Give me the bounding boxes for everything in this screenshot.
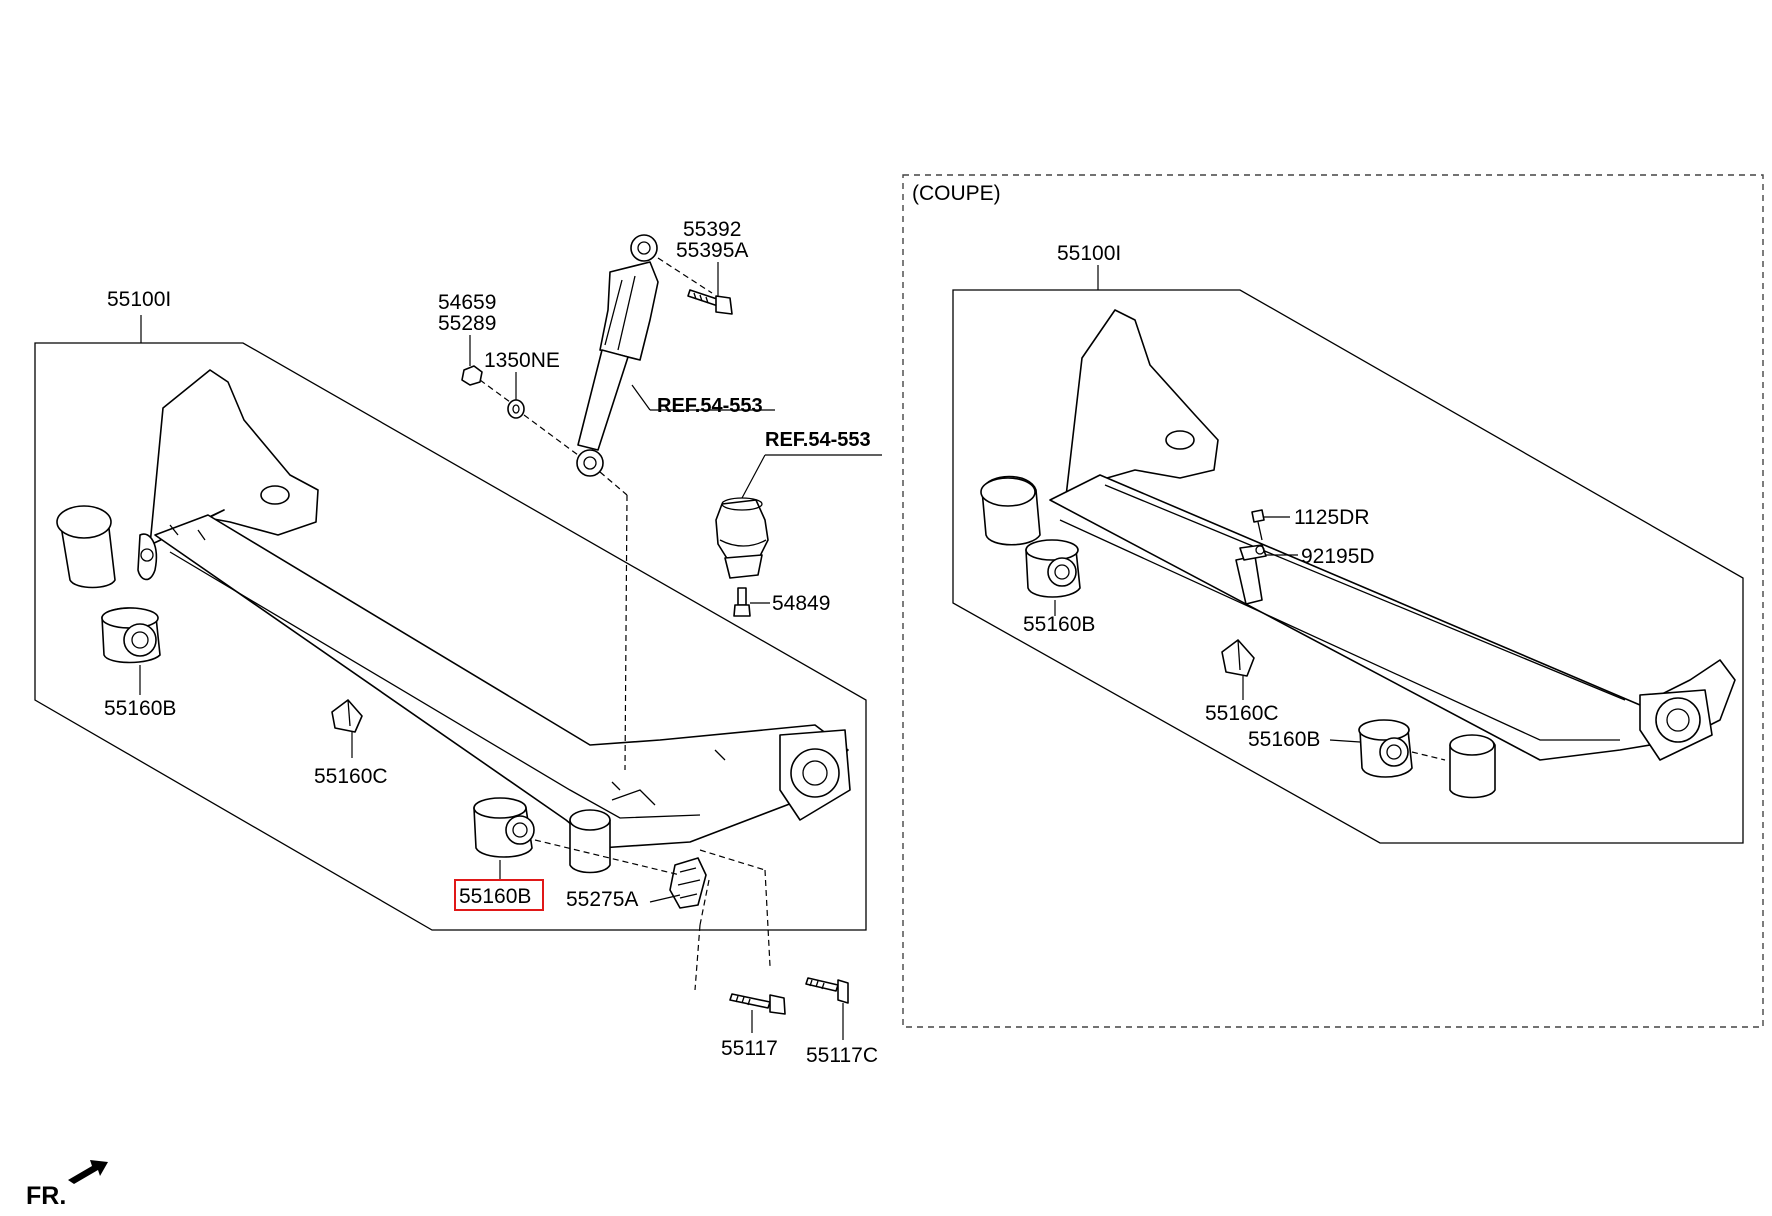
- label-55100i-left: 55100I: [107, 288, 171, 311]
- label-55160b-right1: 55160B: [1023, 613, 1095, 636]
- clamp-92195d: [1239, 544, 1267, 561]
- bushing-55160b-coupe-front: [1025, 539, 1081, 598]
- labels: 55100I 55392 55395A 54659 55289 1350NE R…: [26, 182, 1375, 1210]
- coupe-assembly: [952, 265, 1744, 844]
- washer-1350ne: [507, 399, 525, 419]
- front-arrow-icon: [68, 1160, 108, 1184]
- stopper-55160c-left: [331, 699, 363, 733]
- label-55117c: 55117C: [806, 1044, 878, 1067]
- dash-bushing-rear: [1411, 751, 1446, 761]
- dash-shock-to-beam: [624, 494, 628, 771]
- bolt-1125dr: [1251, 509, 1265, 541]
- label-55160b-highlighted: 55160B: [459, 885, 531, 908]
- label-1350ne: 1350NE: [484, 349, 560, 372]
- label-55117: 55117: [721, 1037, 778, 1060]
- bolt-55117: [729, 993, 786, 1015]
- dash-bolt-55117: [694, 924, 701, 991]
- label-fr: FR.: [26, 1182, 66, 1210]
- coupe-dashed-box: [902, 174, 1764, 1028]
- label-55392: 55392: [683, 218, 741, 241]
- bushing-55160b-coupe-rear: [1358, 719, 1413, 778]
- label-55100i-right: 55100I: [1057, 242, 1121, 265]
- bolt-55392: [687, 289, 733, 315]
- bolt-54849: [733, 587, 751, 617]
- bushing-55160b-highlighted: [473, 797, 535, 858]
- dash-bolt-55117c: [764, 869, 771, 967]
- label-55160b-right2: 55160B: [1248, 728, 1320, 751]
- coupe-torsion-beam: [980, 309, 1736, 799]
- label-55160c-left: 55160C: [314, 765, 388, 788]
- dash-shock-lower: [599, 471, 628, 496]
- coupe-assembly-frame: [952, 289, 1744, 844]
- left-assembly-frame: [34, 342, 867, 931]
- label-coupe: (COUPE): [912, 182, 1001, 205]
- dash-shock-upper: [657, 257, 713, 294]
- dash-bracket-bolt-c: [699, 849, 766, 871]
- bracket-55275a: [669, 857, 707, 909]
- nut-54659: [461, 365, 483, 386]
- bushing-55160b-left: [101, 607, 161, 664]
- label-92195d: 92195D: [1301, 545, 1375, 568]
- dash-nut-washer: [479, 379, 511, 403]
- shock-absorber: [576, 234, 659, 477]
- label-54659: 54659: [438, 291, 496, 314]
- leader-55275a: [649, 894, 681, 903]
- leader-55160b-right2: [1329, 739, 1361, 743]
- left-assembly: [34, 315, 867, 931]
- label-55160c-right: 55160C: [1205, 702, 1279, 725]
- label-55289: 55289: [438, 312, 496, 335]
- label-1125dr: 1125DR: [1294, 506, 1370, 529]
- label-ref-bump: REF.54-553: [765, 429, 871, 451]
- label-54849: 54849: [772, 592, 830, 615]
- leader-ref-shock: [631, 384, 651, 411]
- label-55395a: 55395A: [676, 239, 748, 262]
- highlight-box-55160b: [454, 879, 544, 911]
- leader-ref-bump: [741, 454, 766, 499]
- dash-bracket-bolt: [699, 879, 710, 926]
- torsion-beam-axle: [56, 369, 851, 874]
- stopper-55160c-coupe: [1221, 639, 1255, 677]
- label-ref-shock: REF.54-553: [657, 395, 763, 417]
- bolt-55117c: [805, 977, 849, 1004]
- bump-stopper: [715, 497, 769, 579]
- label-55160b-left: 55160B: [104, 697, 176, 720]
- dash-55275a: [534, 839, 681, 876]
- dash-washer-shock: [523, 414, 579, 456]
- label-55275a: 55275A: [566, 888, 638, 911]
